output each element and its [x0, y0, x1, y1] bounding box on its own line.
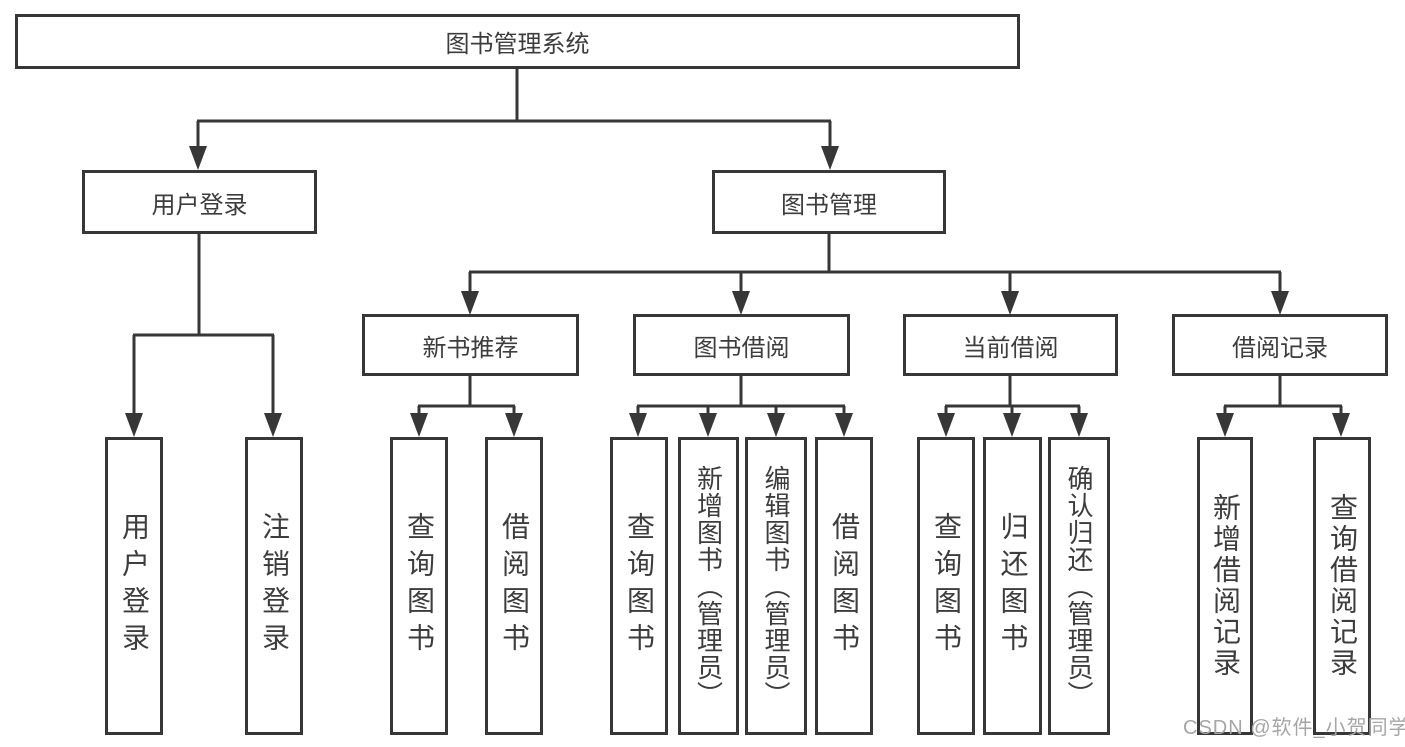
node-current-borrow-label: 当前借阅: [962, 334, 1059, 362]
leaf-query-borrow-record: 查询借阅记录: [1313, 437, 1371, 735]
node-new-book-recommend: 新书推荐: [362, 314, 579, 376]
leaf-borrow-books-recommend: 借阅图书: [485, 437, 543, 735]
node-root-label: 图书管理系统: [445, 31, 590, 58]
leaf-confirm-return-admin: 确认归还（管理员）: [1048, 437, 1110, 735]
leaf-edit-book-admin: 编辑图书（管理员）: [745, 437, 807, 735]
leaf-logout: 注销登录: [245, 437, 303, 735]
node-borrow-records-label: 借阅记录: [1232, 334, 1328, 362]
node-book-management: 图书管理: [712, 170, 946, 234]
leaf-query-books-current: 查询图书: [917, 437, 975, 735]
node-user-login-label: 用户登录: [151, 191, 248, 219]
node-new-book-recommend-label: 新书推荐: [422, 334, 519, 362]
arrow-heads: [125, 146, 1350, 437]
leaf-add-book-admin: 新增图书（管理员）: [678, 437, 739, 735]
node-root-system: 图书管理系统: [15, 14, 1020, 69]
node-book-management-label: 图书管理: [781, 191, 877, 219]
leaf-user-login: 用户登录: [105, 437, 163, 735]
leaf-query-books-borrow: 查询图书: [610, 437, 668, 735]
node-borrow-records: 借阅记录: [1172, 314, 1388, 376]
leaf-query-books-recommend: 查询图书: [390, 437, 448, 735]
leaf-borrow-books: 借阅图书: [815, 437, 873, 735]
node-book-borrow-label: 图书借阅: [693, 334, 790, 362]
leaf-add-borrow-record: 新增借阅记录: [1197, 437, 1253, 735]
leaf-return-book: 归还图书: [983, 437, 1042, 735]
node-current-borrow: 当前借阅: [903, 314, 1118, 376]
tree-branch-lines: [132, 68, 1343, 417]
node-book-borrow: 图书借阅: [633, 314, 850, 376]
csdn-watermark: CSDN @软件_小贺同学: [1183, 717, 1405, 739]
node-user-login: 用户登录: [82, 170, 317, 234]
